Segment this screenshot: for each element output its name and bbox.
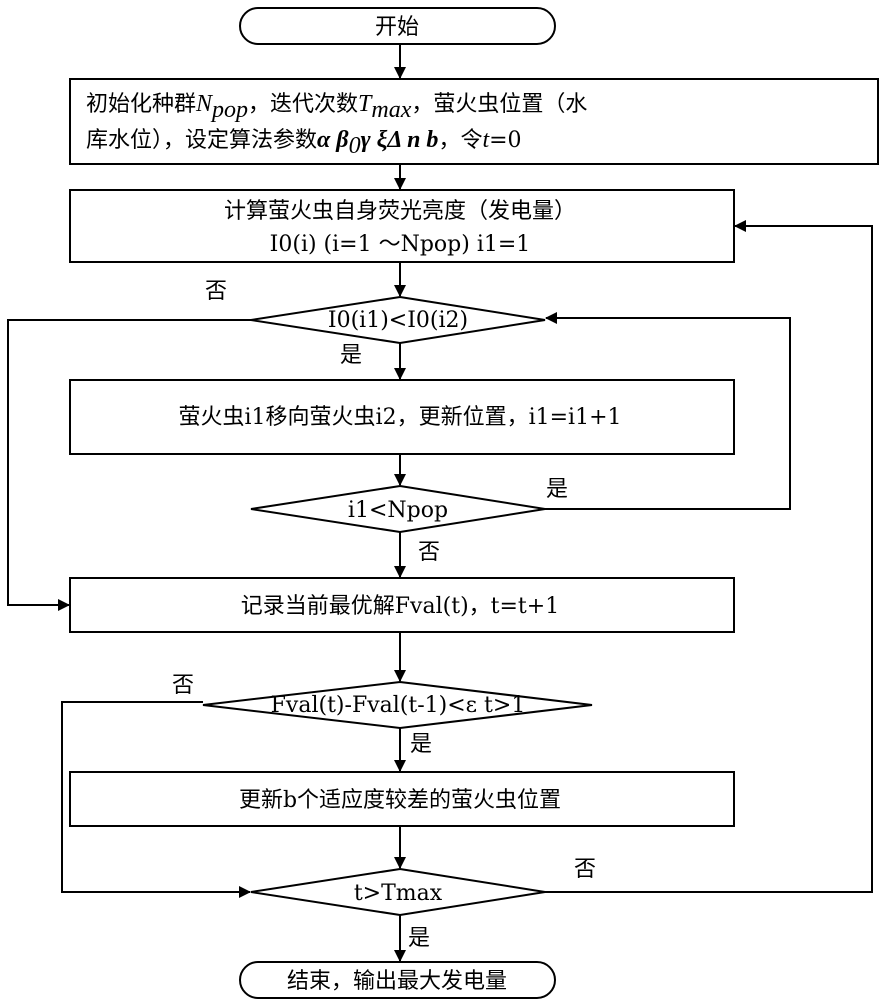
converge-yes-label: 是 xyxy=(410,732,432,757)
end-label: 结束，输出最大发电量 xyxy=(287,969,507,994)
converge-label: Fval(t)-Fval(t-1)<ε t>1 xyxy=(271,693,526,718)
arrow-compare-no xyxy=(8,320,251,605)
calc-line-1: 计算萤火虫自身荧光亮度（发电量） xyxy=(224,199,576,224)
loop-no-label: 否 xyxy=(418,540,440,565)
calc-line-2: I0(i) (i=1 ～Npop) i1=1 xyxy=(270,232,531,257)
record-label: 记录当前最优解Fval(t)，t=t+1 xyxy=(241,594,559,619)
compare-yes-label: 是 xyxy=(340,343,362,368)
final-check-label: t>Tmax xyxy=(354,881,443,906)
start-label: 开始 xyxy=(375,15,419,40)
loop-check-label: i1<Npop xyxy=(348,498,448,523)
compare-label: I0(i1)<I0(i2) xyxy=(328,308,468,333)
compare-no-label: 否 xyxy=(205,279,227,304)
loop-yes-label: 是 xyxy=(546,477,568,502)
update-label: 更新b个适应度较差的萤火虫位置 xyxy=(239,788,561,813)
final-no-label: 否 xyxy=(574,857,596,882)
final-yes-label: 是 xyxy=(408,926,430,951)
move-label: 萤火虫i1移向萤火虫i2，更新位置，i1=i1+1 xyxy=(179,405,622,430)
converge-no-label: 否 xyxy=(172,673,194,698)
